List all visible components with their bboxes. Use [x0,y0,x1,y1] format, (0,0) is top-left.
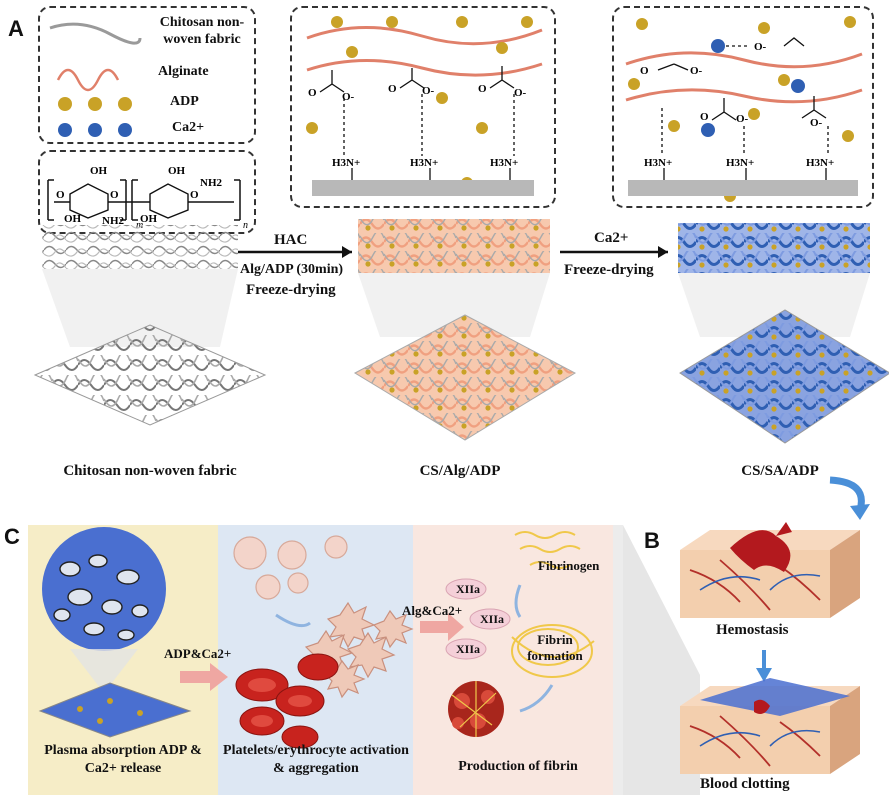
ca-fabric-strip [678,223,870,273]
svg-text:O-: O- [736,113,749,125]
caption-plasma-absorption: Plasma absorption ADP & Ca2+ release [44,743,202,776]
fibrin-formation-label: Fibrin formation [527,632,583,663]
ca-dot [88,123,102,137]
chitosan-fabric-sheet [33,324,267,426]
adp-dot [118,97,132,111]
svg-text:O: O [700,111,709,123]
panel-label-b: B [644,528,660,553]
chitosan-structure-box: OH OH NH2 OH NH2 OH O O O m n [38,150,256,234]
xiia-label: XIIa [480,612,505,626]
svg-text:O-: O- [514,87,527,99]
svg-text:H3N+: H3N+ [410,157,438,169]
chitosan-substrate-bar [312,180,534,196]
step1-process: Freeze-drying [246,282,336,298]
tissue-graphics [680,522,860,774]
svg-text:H3N+: H3N+ [490,157,518,169]
legend-adp-label: ADP [170,94,199,109]
svg-text:OH: OH [64,213,82,225]
chitosan-structure: OH OH NH2 OH NH2 OH O O O m n [47,165,248,231]
oh-label: OH [90,165,108,177]
step1-reagent: HAC [274,232,308,248]
svg-text:H3N+: H3N+ [644,157,672,169]
legend-symbols [49,22,142,137]
svg-text:O-: O- [422,85,435,97]
svg-text:O: O [56,189,65,201]
adp-dot [58,97,72,111]
chitosan-fabric-strip [42,225,238,269]
sponge-on-wound [700,678,850,716]
activation-arrow [420,613,464,641]
fibrinogen-label: Fibrinogen [538,558,600,573]
legend-chitosan-label: Chitosan non-woven fabric [159,15,245,47]
interaction-box-ca: O- O O- O O- O- H3N+ H3N+ H3N+ [612,6,874,208]
panel-c-pink-bg [413,525,623,795]
svg-text:O-: O- [810,117,823,129]
xiia-label: XIIa [456,582,481,596]
blood-splash [730,530,791,572]
step2-process: Freeze-drying [564,262,654,278]
caption-fibrin-production: Production of fibrin [458,759,578,774]
legend-box: Chitosan non-woven fabric Alginate ADP C… [38,6,256,144]
alg-fabric-sheet [353,314,577,441]
curved-arrow-to-b [829,476,870,520]
alg-fabric-strip [358,219,550,273]
blood-clotting-label: Blood clotting [700,776,790,792]
legend-alginate-label: Alginate [158,64,209,79]
svg-text:OH: OH [140,213,158,225]
release-arrow [180,663,228,691]
svg-text:H3N+: H3N+ [806,157,834,169]
svg-text:NH2: NH2 [200,177,223,189]
adp-dot [88,97,102,111]
caption-platelet-activation: Platelets/erythrocyte activation & aggre… [223,743,409,776]
caption-cs-alg-adp: CS/Alg/ADP [419,463,501,479]
svg-text:H3N+: H3N+ [726,157,754,169]
svg-text:O: O [308,87,317,99]
porous-sponge-magnified [42,527,166,651]
hemostasis-label: Hemostasis [716,622,789,638]
svg-text:O: O [640,65,649,77]
ca-fabric-sheet [679,309,889,444]
ca-dot [58,123,72,137]
chitosan-fiber-symbol [49,22,142,45]
panel-label-a: A [8,16,24,41]
fibrinogen-strands [514,531,581,569]
alg-interaction-diagram: O O- O O- O O- H3N+ H3N+ H3N+ [306,16,543,196]
svg-text:O: O [388,83,397,95]
svg-text:O: O [110,189,119,201]
step1-condition: Alg/ADP (30min) [240,262,344,277]
fabric-process-graphics [33,219,889,444]
ca-dot [118,123,132,137]
alginate-symbol [56,68,120,92]
caption-cs-sa-adp: CS/SA/ADP [741,463,819,479]
caption-chitosan-fabric: Chitosan non-woven fabric [63,463,237,479]
legend-ca-label: Ca2+ [172,120,205,135]
tissue-block-top [680,550,830,618]
chitosan-substrate-bar [628,180,858,196]
fibrin-mesh [511,624,595,678]
tissue-block-bottom [680,706,830,774]
nh2-label: NH2 [102,215,125,227]
panel-label-c: C [4,524,20,549]
step2-reagent: Ca2+ [594,230,629,246]
release-label: ADP&Ca2+ [164,646,232,661]
svg-text:OH: OH [168,165,186,177]
n-label: n [243,220,248,231]
mechanism-graphics [28,525,700,795]
svg-text:H3N+: H3N+ [332,157,360,169]
fibrin-clot [448,681,504,737]
svg-text:O-: O- [690,65,703,77]
sponge-sheet [38,682,192,738]
svg-text:O-: O- [342,91,355,103]
activation-label: Alg&Ca2+ [402,603,463,618]
svg-text:O: O [190,189,199,201]
svg-text:O-: O- [754,41,767,53]
ca-interaction-diagram: O- O O- O O- O- H3N+ H3N+ H3N+ [625,16,863,202]
interaction-box-alg: O O- O O- O O- H3N+ H3N+ H3N+ [290,6,556,208]
xiia-label: XIIa [456,642,481,656]
svg-text:O: O [478,83,487,95]
